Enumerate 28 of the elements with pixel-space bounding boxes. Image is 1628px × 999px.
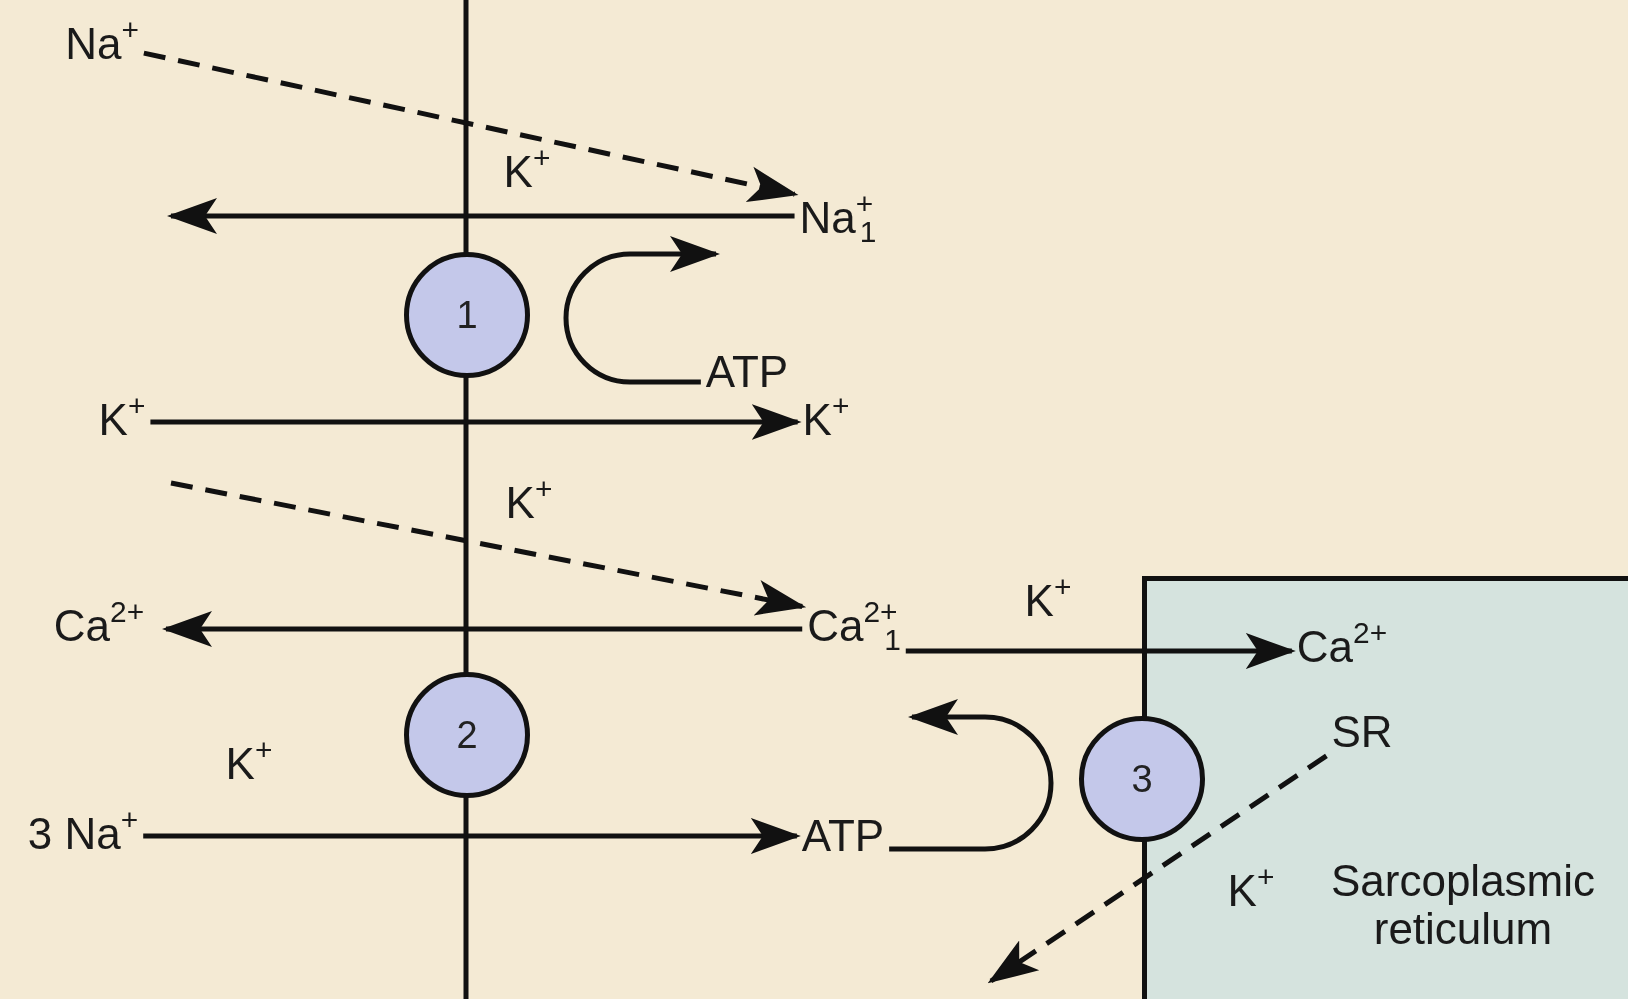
- ion-label: K$^{+}$: [802, 395, 850, 445]
- ion-label: K$^{+}$: [98, 395, 146, 445]
- pump-circle: 3: [1079, 716, 1205, 842]
- arrow: [905, 633, 1296, 669]
- pump-circle: 1: [404, 252, 530, 378]
- ion-label: Ca$^{2+}$: [1296, 622, 1388, 672]
- sr-label: SR: [1331, 707, 1393, 757]
- arrow: [987, 753, 1328, 984]
- arrow: [889, 699, 1054, 852]
- ion-label: K$^{+}$: [1024, 576, 1072, 626]
- arrow: [563, 236, 720, 385]
- ion-label: Na$^{+}$: [65, 19, 139, 69]
- region-label: Sarcoplasmic reticulum: [1329, 857, 1597, 954]
- ion-label: K$^{+}$: [505, 478, 553, 528]
- arrow: [143, 50, 799, 203]
- arrow: [143, 818, 801, 854]
- ion-label: K$^{+}$: [1227, 866, 1275, 916]
- arrow: [167, 198, 795, 234]
- arrow: [150, 404, 802, 440]
- ion-label: Ca$^{2+}$: [53, 601, 145, 651]
- arrow: [162, 611, 803, 647]
- ion-label: 3 Na$^{+}$: [27, 809, 139, 859]
- atp-label: ATP: [801, 811, 885, 861]
- exchanger-circle: 2: [404, 672, 530, 798]
- ion-label: K$^{+}$: [503, 147, 551, 197]
- atp-label: ATP: [705, 347, 789, 397]
- ion-label: K$^{+}$: [225, 739, 273, 789]
- arrow: [170, 480, 807, 616]
